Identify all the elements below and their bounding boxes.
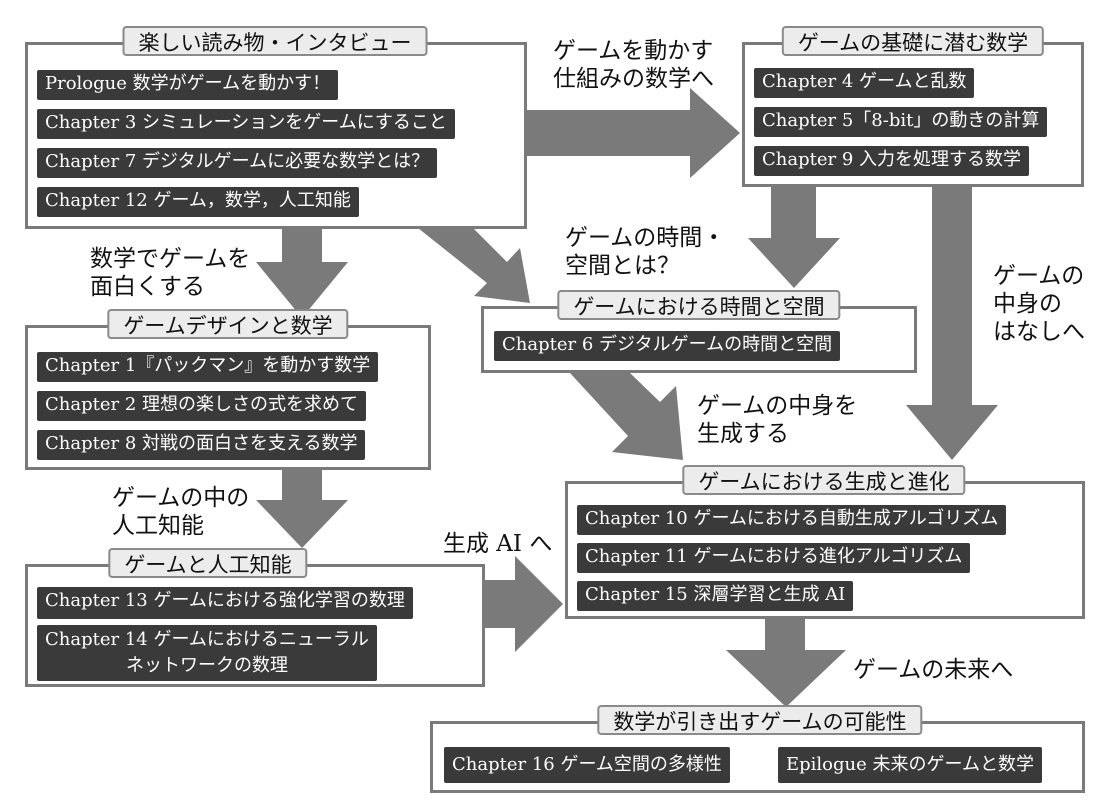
chapter-7: Chapter 7 デジタルゲームに必要な数学とは？ <box>37 148 438 178</box>
box-jikan: ゲームにおける時間と空間 Chapter 6 デジタルゲームの時間と空間 <box>481 290 917 373</box>
chapter-12: Chapter 12 ゲーム，数学，人工知能 <box>37 187 359 217</box>
box-title-kanousei: 数学が引き出すゲームの可能性 <box>597 705 923 735</box>
arrow-yomimono-to-kiso <box>525 88 740 178</box>
chapter-5: Chapter 5「8-bit」の動きの計算 <box>754 107 1048 137</box>
box-ai: ゲームと人工知能 Chapter 13 ゲームにおける強化学習の数理 Chapt… <box>25 548 485 687</box>
chapter-16: Chapter 16 ゲーム空間の多様性 <box>444 747 730 783</box>
chapter-11: Chapter 11 ゲームにおける進化アルゴリズム <box>577 543 971 573</box>
arrow-yomimono-to-design <box>256 228 348 318</box>
arrow-jikan-to-seisei <box>570 373 683 460</box>
chapter-epilogue: Epilogue 未来のゲームと数学 <box>778 747 1042 783</box>
box-title-ai: ゲームと人工知能 <box>108 548 308 578</box>
chapter-15: Chapter 15 深層学習と生成 AI <box>577 581 854 611</box>
label-to-nakami: ゲームの 中身の はなしへ <box>993 263 1085 345</box>
label-to-kiso: ゲームを動かす 仕組みの数学へ <box>553 38 714 92</box>
box-title-design: ゲームデザインと数学 <box>107 309 349 339</box>
arrow-yomimono-to-jikan <box>418 228 530 303</box>
box-yomimono: 楽しい読み物・インタビュー Prologue 数学がゲームを動かす！ Chapt… <box>25 26 527 229</box>
box-kanousei: 数学が引き出すゲームの可能性 Chapter 16 ゲーム空間の多様性 Epil… <box>430 705 1085 793</box>
label-to-design: 数学でゲームを 面白くする <box>90 246 251 300</box>
label-to-jikan: ゲームの時間・ 空間とは？ <box>565 225 726 279</box>
arrow-ai-to-seisei <box>485 556 563 652</box>
arrow-design-to-ai <box>256 470 348 548</box>
chapter-2: Chapter 2 理想の楽しさの式を求めて <box>37 391 367 421</box>
label-to-genai: 生成 AI へ <box>443 531 553 557</box>
chapter-3: Chapter 3 シミュレーションをゲームにすること <box>37 109 455 139</box>
arrow-seisei-to-kanousei <box>726 618 846 707</box>
chapter-4: Chapter 4 ゲームと乱数 <box>754 68 975 98</box>
chapter-14: Chapter 14 ゲームにおけるニューラル ネットワークの数理 <box>37 625 377 681</box>
label-to-seisei: ゲームの中身を 生成する <box>697 393 858 447</box>
box-title-yomimono: 楽しい読み物・インタビュー <box>122 26 428 56</box>
box-kiso: ゲームの基礎に潜む数学 Chapter 4 ゲームと乱数 Chapter 5「8… <box>742 26 1084 187</box>
chapter-10: Chapter 10 ゲームにおける自動生成アルゴリズム <box>577 505 1007 535</box>
chapter-8: Chapter 8 対戦の面白さを支える数学 <box>37 430 366 460</box>
chapter-13: Chapter 13 ゲームにおける強化学習の数理 <box>37 587 413 619</box>
box-title-kiso: ゲームの基礎に潜む数学 <box>781 26 1045 56</box>
label-to-ai: ゲームの中の 人工知能 <box>112 485 250 539</box>
chapter-9: Chapter 9 入力を処理する数学 <box>754 146 1030 176</box>
label-to-mirai: ゲームの未来へ <box>853 657 1014 683</box>
box-title-jikan: ゲームにおける時間と空間 <box>557 290 841 320</box>
box-title-seisei: ゲームにおける生成と進化 <box>682 465 966 495</box>
chapter-prologue: Prologue 数学がゲームを動かす！ <box>37 70 339 100</box>
box-seisei: ゲームにおける生成と進化 Chapter 10 ゲームにおける自動生成アルゴリズ… <box>565 465 1085 619</box>
arrow-kiso-to-jikan <box>748 185 840 288</box>
chapter-1: Chapter 1『パックマン』を動かす数学 <box>37 352 379 382</box>
arrow-kiso-to-seisei <box>906 185 998 460</box>
chapter-6: Chapter 6 デジタルゲームの時間と空間 <box>494 331 841 361</box>
box-design: ゲームデザインと数学 Chapter 1『パックマン』を動かす数学 Chapte… <box>25 309 431 470</box>
